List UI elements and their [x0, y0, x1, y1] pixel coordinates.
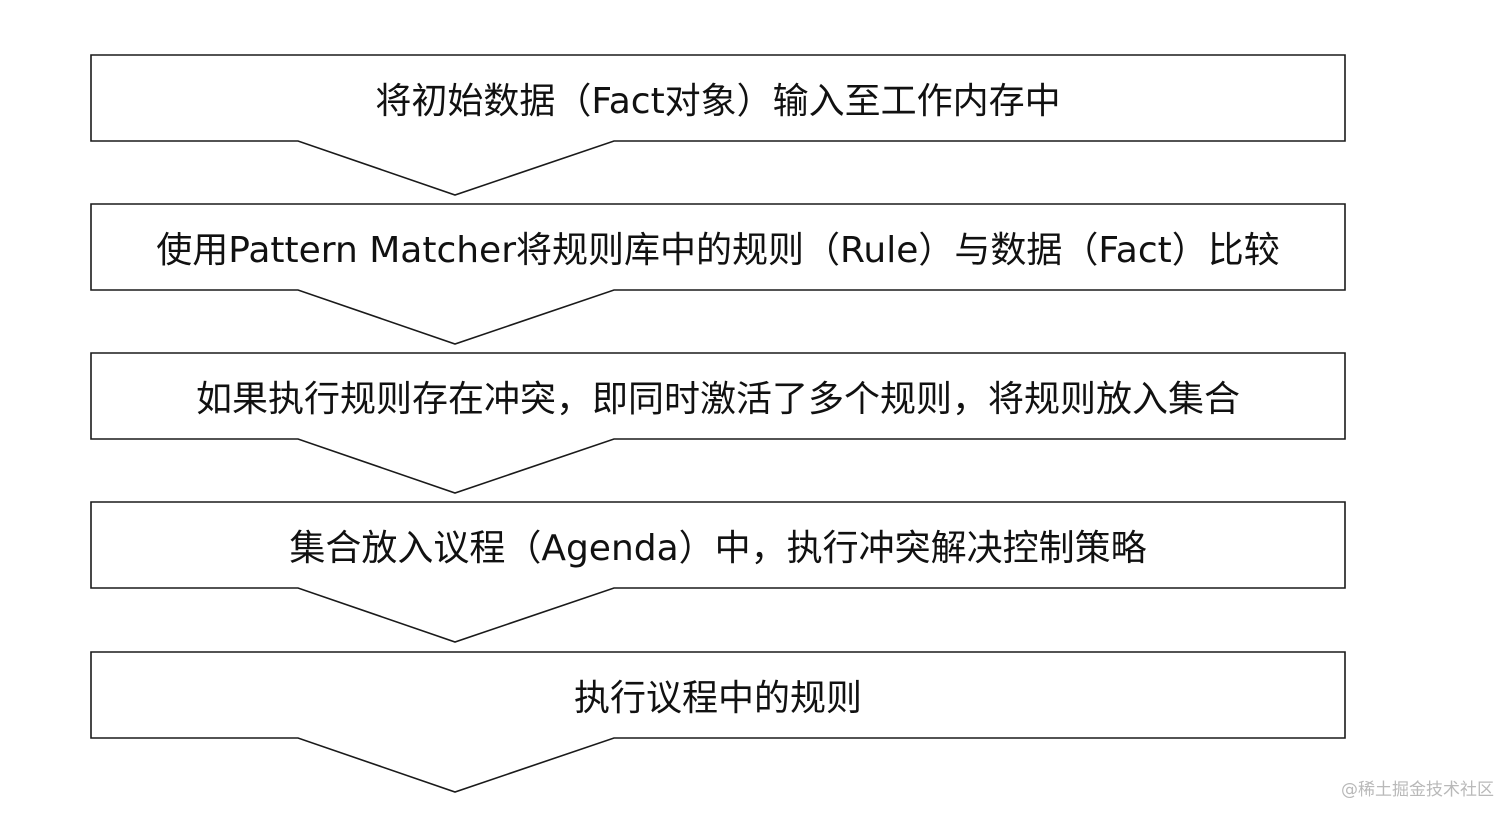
- step-5-label: 执行议程中的规则: [573, 678, 862, 719]
- step-2-label: 使用Pattern Matcher将规则库中的规则（Rule）与数据（Fact）…: [156, 230, 1280, 271]
- step-box-4-outline: [90, 501, 1346, 643]
- step-box-3-outline: [90, 352, 1346, 494]
- step-1-label: 将初始数据（Fact对象）输入至工作内存中: [375, 81, 1061, 122]
- step-box-5-outline: [90, 651, 1346, 793]
- step-3-label: 如果执行规则存在冲突，即同时激活了多个规则，将规则放入集合: [195, 379, 1240, 420]
- watermark: @稀土掘金技术社区: [1341, 780, 1494, 800]
- step-box-2-outline: [90, 203, 1346, 345]
- step-4-label: 集合放入议程（Agenda）中，执行冲突解决控制策略: [289, 528, 1147, 569]
- step-box-1-outline: [90, 54, 1346, 196]
